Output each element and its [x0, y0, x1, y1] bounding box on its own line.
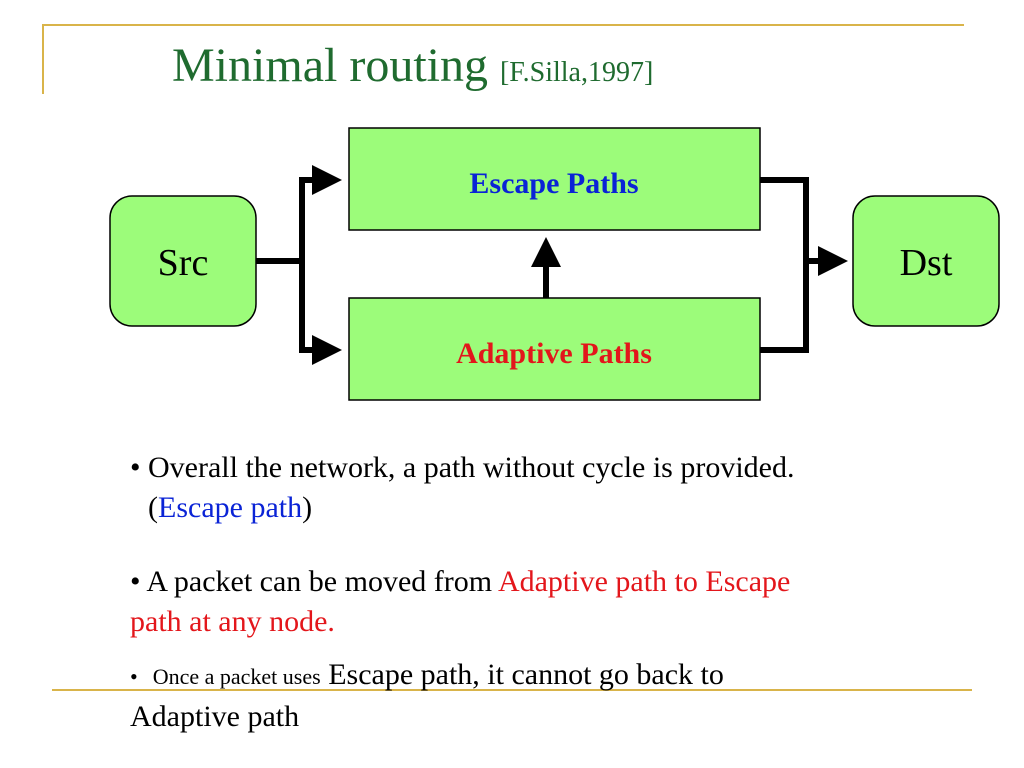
bullet-1-paren-open: (	[148, 491, 158, 524]
bullet-1-marker: •	[130, 451, 141, 484]
connector-lines	[256, 165, 848, 365]
arrow-src-to-escape	[299, 165, 342, 261]
bullet-1-highlight: Escape path	[158, 491, 303, 524]
bullet-2-text: A packet can be moved from	[146, 565, 498, 598]
bullet-3-small-text: Once a packet uses	[152, 664, 321, 689]
bullet-1-text: Overall the network, a path without cycl…	[148, 451, 795, 484]
escape-out-line	[760, 177, 809, 261]
title-citation: [F.Silla,1997]	[499, 57, 654, 88]
escape-paths-box	[348, 127, 761, 231]
bullet-2: • A packet can be moved from Adaptive pa…	[130, 562, 1020, 642]
src-label: Src	[158, 242, 209, 284]
arrow-src-to-adaptive	[299, 261, 342, 365]
bullet-3-line2: Adaptive path	[130, 700, 300, 733]
bullet-2-highlight-line1: Adaptive path to Escape	[497, 565, 791, 598]
slide-title: Minimal routing [F.Silla,1997]	[172, 36, 653, 103]
bullet-3: • Once a packet uses Escape path, it can…	[130, 655, 1020, 737]
bullet-3-marker: •	[130, 664, 138, 689]
bullet-1-paren-close: )	[302, 491, 313, 524]
frame-top-line	[42, 24, 964, 26]
dst-label: Dst	[900, 242, 953, 284]
bullet-2-marker: •	[130, 565, 141, 598]
frame-bottom-line	[52, 689, 972, 691]
bullet-1: • Overall the network, a path without cy…	[130, 448, 1020, 528]
frame-left-line	[42, 24, 44, 94]
title-text: Minimal routing	[172, 39, 488, 92]
bullet-3-text: Escape path, it cannot go back to	[320, 658, 724, 691]
routing-diagram: Src Dst Escape Paths Adaptive Paths	[109, 127, 1000, 401]
src-node	[109, 195, 257, 327]
escape-paths-label: Escape Paths	[469, 167, 638, 200]
bullet-2-highlight-line2: path at any node.	[130, 605, 335, 638]
dst-node	[852, 195, 1000, 327]
adaptive-out-line	[760, 261, 809, 353]
adaptive-paths-label: Adaptive Paths	[456, 337, 652, 370]
adaptive-paths-box	[348, 297, 761, 401]
